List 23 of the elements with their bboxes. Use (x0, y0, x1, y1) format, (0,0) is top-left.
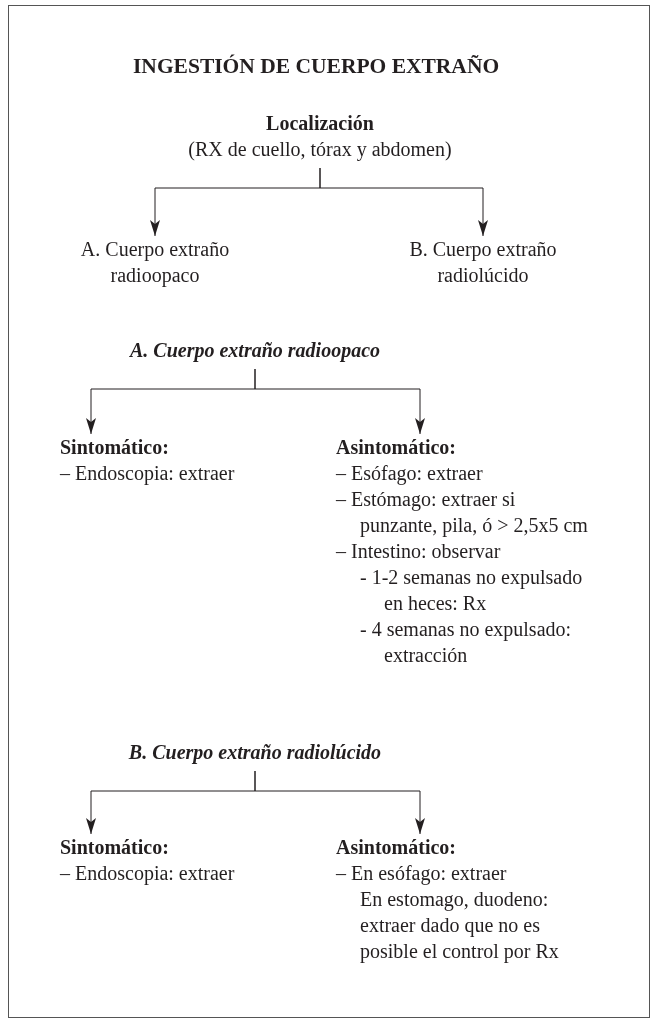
list-item: – Estómago: extraer si punzante, pila, ó > 2,5x5 cm (336, 487, 589, 538)
list-item: – Endoscopia: extraer (60, 461, 236, 486)
arrow (254, 770, 425, 835)
list-item: – Intestino: observar (336, 539, 502, 564)
heading-text: Sintomático: (60, 435, 170, 460)
node-text: B. Cuerpo extraño radiolúcido (408, 237, 558, 288)
node-text: (RX de cuello, tórax y abdomen) (187, 137, 453, 162)
heading-text: Asintomático: (336, 835, 457, 860)
diagram-title: INGESTIÓN DE CUERPO EXTRAÑO (133, 54, 500, 79)
heading-text: Sintomático: (60, 835, 170, 860)
arrow (319, 167, 488, 237)
sub-list-item: - 4 semanas no expulsado: extracción (359, 617, 573, 668)
list-text: En estomago, duodeno: extraer dado que no es posible el control por Rx (359, 887, 560, 964)
list-item: – En esófago: extraer (336, 861, 508, 886)
arrow (254, 368, 425, 435)
sub-list-item: - 1-2 semanas no expulsado en heces: Rx (359, 565, 584, 616)
node-text: A. Cuerpo extraño radioopaco (79, 237, 231, 288)
list-item: – Esófago: extraer (336, 461, 484, 486)
heading-text: Localización (265, 111, 375, 136)
section-heading: A. Cuerpo extraño radioopaco (128, 338, 381, 363)
list-item: – Endoscopia: extraer (60, 861, 236, 886)
section-heading: B. Cuerpo extraño radiolúcido (127, 740, 383, 765)
heading-text: Asintomático: (336, 435, 457, 460)
